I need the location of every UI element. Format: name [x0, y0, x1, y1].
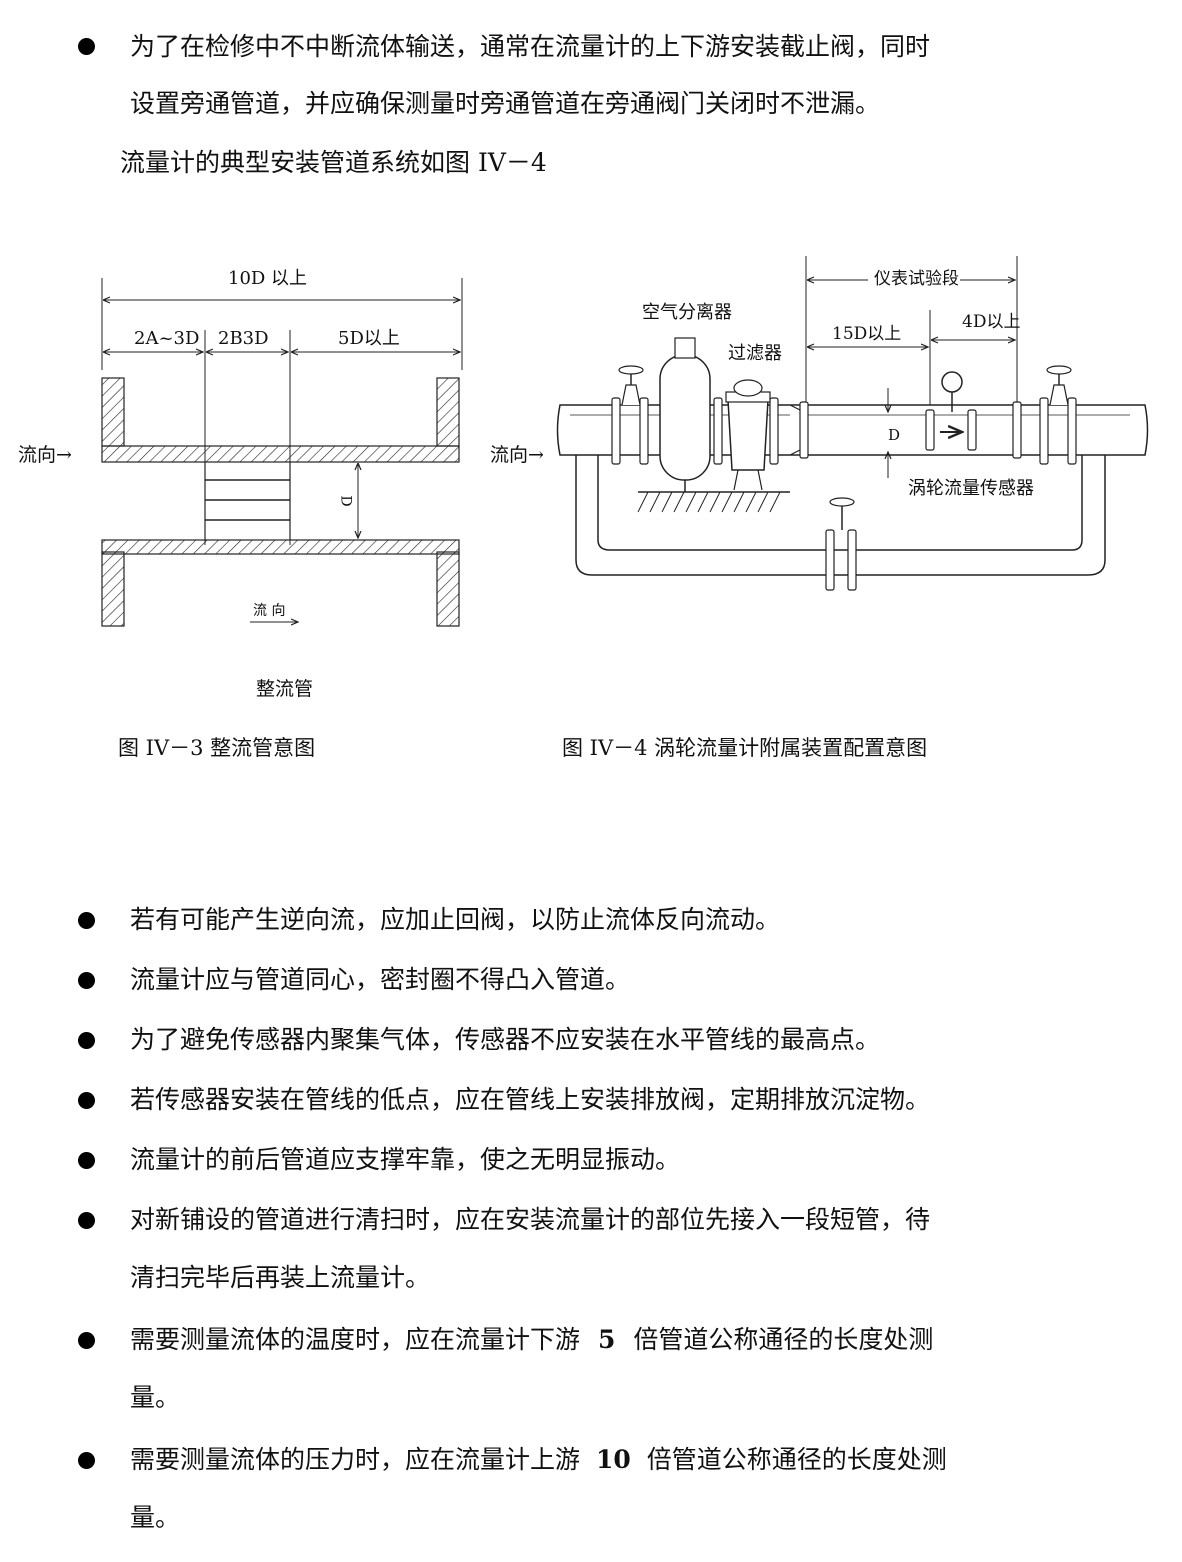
fig4-upstream: 15D以上 — [832, 324, 902, 344]
pressure-multiplier: 10 — [595, 1445, 631, 1474]
bullet-low-point: 若传感器安装在管线的低点，应在管线上安装排放阀，定期排放沉淀物。 — [130, 1085, 931, 1114]
bullet-dot — [78, 972, 95, 989]
fig4-flow-in: 流向→ — [490, 444, 544, 466]
intro-bullet1-line1: 为了在检修中不中断流体输送，通常在流量计的上下游安装截止阀，同时 — [130, 32, 931, 61]
bullet-dot — [78, 912, 95, 929]
intro-bullet1-line2: 设置旁通管道，并应确保测量时旁通管道在旁通阀门关闭时不泄漏。 — [130, 89, 881, 118]
fig3-dim-b: 2B3D — [218, 328, 269, 349]
bullet-cleaning-line2: 清扫完毕后再装上流量计。 — [130, 1263, 431, 1292]
fig4-air-separator: 空气分离器 — [642, 302, 732, 323]
fig4-sensor: 涡轮流量传感器 — [908, 478, 1034, 499]
bullet-support: 流量计的前后管道应支撑牢靠，使之无明显振动。 — [130, 1145, 681, 1174]
bullet-dot — [78, 1032, 95, 1049]
fig3-dim-c: 5D以上 — [338, 328, 400, 349]
fig4-d-label: D — [888, 426, 901, 444]
fig4-caption: 图 IV－4 涡轮流量计附属装置配置意图 — [562, 736, 928, 760]
fig4-downstream: 4D以上 — [962, 312, 1021, 332]
bullet-concentric: 流量计应与管道同心，密封圈不得凸入管道。 — [130, 965, 631, 994]
fig4-test-section: 仪表试验段 — [874, 269, 959, 289]
bullet-dot — [78, 1332, 95, 1349]
bullet-temperature-line2: 量。 — [130, 1383, 181, 1412]
fig3-caption: 图 IV－3 整流管意图 — [118, 736, 316, 760]
bullet-pressure-line2: 量。 — [130, 1503, 181, 1532]
bullet-high-point: 为了避免传感器内聚集气体，传感器不应安装在水平管线的最高点。 — [130, 1025, 881, 1054]
fig3-flow-in: 流向→ — [18, 444, 72, 466]
temperature-text-b: 倍管道公称通径的长度处测 — [633, 1325, 934, 1354]
fig3-dim-a: 2A~3D — [134, 328, 200, 349]
temperature-multiplier: 5 — [597, 1325, 616, 1354]
pressure-text-a: 需要测量流体的压力时，应在流量计上游 — [130, 1445, 581, 1474]
bullet-temperature-line1: 需要测量流体的温度时，应在流量计下游 5 倍管道公称通径的长度处测 — [130, 1323, 933, 1357]
bullet-dot — [78, 1452, 95, 1469]
bullet-dot — [78, 38, 95, 55]
bullet-cleaning-line1: 对新铺设的管道进行清扫时，应在安装流量计的部位先接入一段短管，待 — [130, 1205, 931, 1234]
bullet-dot — [78, 1092, 95, 1109]
fig3-name: 整流管 — [256, 678, 314, 700]
temperature-text-a: 需要测量流体的温度时，应在流量计下游 — [130, 1325, 581, 1354]
intro-lead: 流量计的典型安装管道系统如图 IV－4 — [120, 148, 547, 177]
bullet-dot — [78, 1212, 95, 1229]
fig3-dim-total: 10D 以上 — [228, 268, 308, 289]
pressure-text-b: 倍管道公称通径的长度处测 — [646, 1445, 947, 1474]
bullet-dot — [78, 1152, 95, 1169]
bullet-pressure-line1: 需要测量流体的压力时，应在流量计上游 10 倍管道公称通径的长度处测 — [130, 1443, 947, 1477]
bullet-check-valve: 若有可能产生逆向流，应加止回阀，以防止流体反向流动。 — [130, 905, 781, 934]
fig4-filter: 过滤器 — [728, 343, 782, 364]
fig3-flow-bottom: 流 向 — [253, 603, 286, 619]
